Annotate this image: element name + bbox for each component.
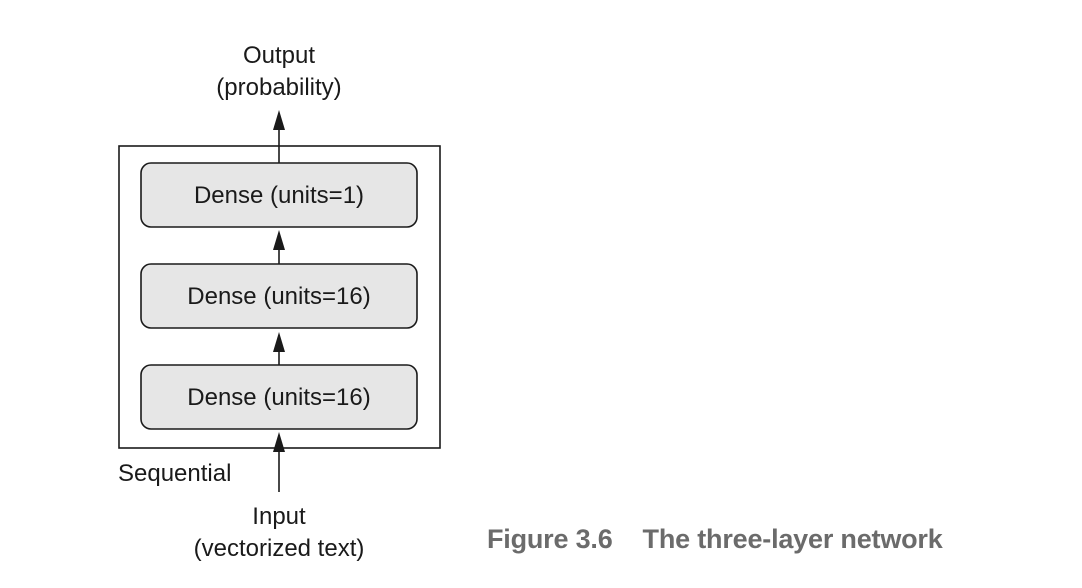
input-label: Input — [252, 503, 306, 530]
output-label: Output — [243, 42, 315, 69]
figure-title: The three-layer network — [642, 524, 943, 554]
dense-layer-hidden-2: Dense (units=16) — [140, 263, 418, 329]
arrow-from-input — [273, 432, 285, 492]
dense-layer-hidden-1: Dense (units=16) — [140, 364, 418, 430]
output-sublabel: (probability) — [216, 74, 341, 101]
figure-number: Figure 3.6 — [487, 524, 613, 554]
sequential-label: Sequential — [118, 460, 231, 487]
figure-caption: Figure 3.6 The three-layer network — [487, 524, 943, 555]
arrow-layer3-to-layer2 — [273, 332, 285, 365]
arrow-to-output — [273, 110, 285, 163]
input-sublabel: (vectorized text) — [194, 535, 365, 562]
dense-layer-output: Dense (units=1) — [140, 162, 418, 228]
arrow-layer2-to-layer1 — [273, 230, 285, 264]
layer-label: Dense (units=16) — [187, 283, 370, 310]
layer-label: Dense (units=1) — [194, 182, 364, 209]
layer-label: Dense (units=16) — [187, 384, 370, 411]
